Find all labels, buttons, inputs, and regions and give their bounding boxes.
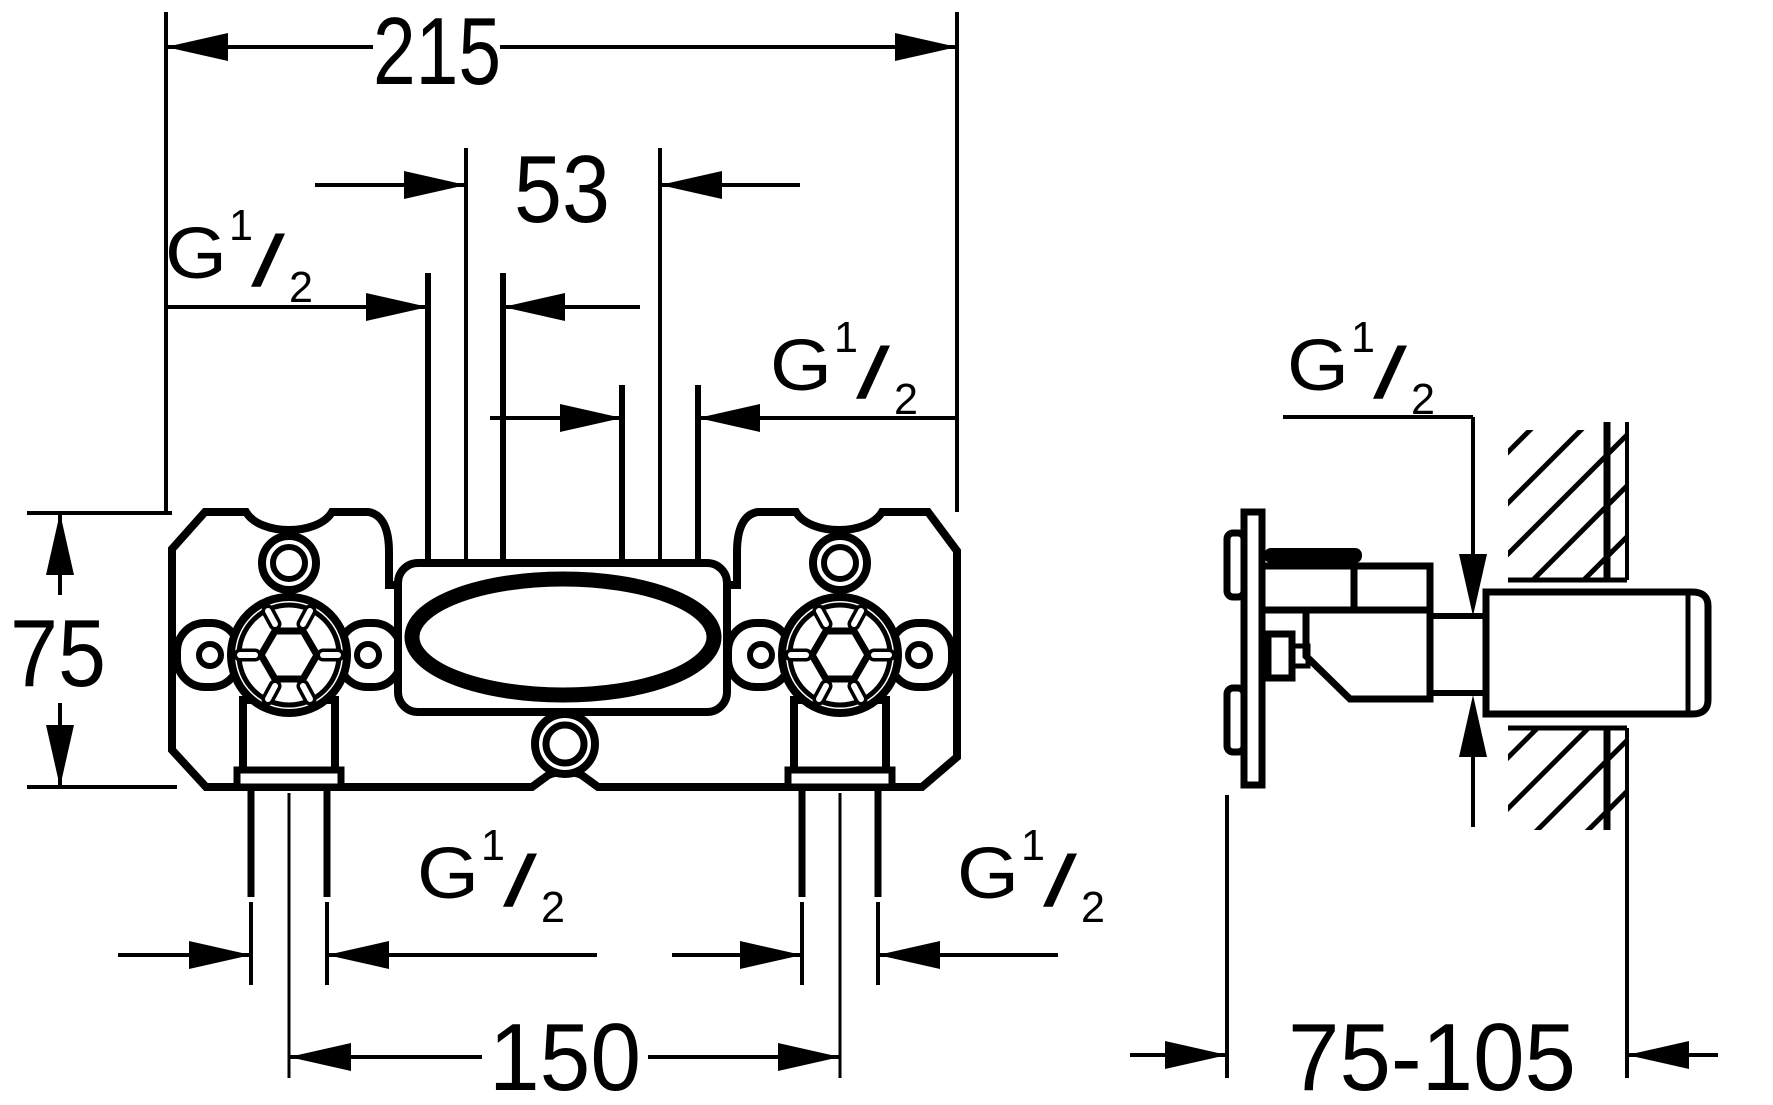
mounting-bracket [1223, 508, 1266, 789]
left-valve-cartridge [173, 593, 405, 791]
adjuster-knob [1264, 630, 1296, 682]
wall-hatch-upper [1508, 430, 1606, 580]
g-sub: 2 [289, 263, 313, 312]
front-view [168, 148, 961, 1078]
extension-sleeve [1482, 588, 1712, 718]
g-sup: 1 [229, 201, 253, 250]
thread-label-side-view: G 1 / 2 [1283, 313, 1487, 827]
thread-label-bottom-left: G 1 / 2 [118, 821, 597, 985]
g-label: G [1287, 326, 1349, 406]
side-valve-body [1258, 548, 1434, 703]
dim-body-height: 75 [10, 511, 177, 789]
wall-hatch-lower [1508, 728, 1606, 830]
dim-bottom-outlet-spacing: 150 [289, 1004, 840, 1105]
g-slash: / [1043, 842, 1077, 922]
g-slash: / [856, 334, 890, 414]
hex-socket [807, 627, 873, 683]
thread-label-top-left: G 1 / 2 [165, 201, 640, 321]
right-valve-cartridge [724, 593, 956, 791]
g-label: G [417, 834, 479, 914]
g-sup: 1 [1351, 313, 1375, 362]
g-slash: / [251, 222, 285, 302]
g-sub: 2 [1411, 375, 1435, 424]
bottom-center-hole [531, 710, 599, 778]
g-sup: 1 [481, 821, 505, 870]
dim-label-53: 53 [514, 136, 610, 243]
dim-label-75: 75 [10, 600, 106, 707]
top-mounting-holes [258, 532, 871, 594]
wall-section [1508, 422, 1629, 832]
g-sub: 2 [1081, 883, 1105, 932]
g-slash: / [503, 842, 537, 922]
g-label: G [957, 834, 1019, 914]
g-slash: / [1373, 334, 1407, 414]
g-label: G [770, 326, 832, 406]
dim-label-75-105: 75-105 [1288, 1004, 1576, 1105]
wall-finish-upper [1607, 430, 1627, 580]
hex-socket [256, 627, 322, 683]
dim-label-150: 150 [489, 1004, 641, 1105]
g-sup: 1 [834, 313, 858, 362]
body-top-band [1264, 548, 1362, 563]
wall-finish-lower [1607, 728, 1627, 830]
cartridge-slots [784, 604, 896, 706]
dim-overall-width: 215 [164, 0, 959, 513]
g-sub: 2 [894, 375, 918, 424]
dim-top-inlet-spacing: 53 [315, 136, 800, 243]
cartridge-slots [233, 604, 345, 706]
side-view [1223, 422, 1712, 832]
dim-label-215: 215 [373, 0, 501, 105]
thread-label-bottom-right: G 1 / 2 [672, 821, 1105, 985]
g-sup: 1 [1021, 821, 1045, 870]
bottom-outlet-pipes [247, 787, 882, 1078]
g-label: G [165, 214, 227, 294]
g-sub: 2 [541, 883, 565, 932]
thread-label-top-right: G 1 / 2 [490, 313, 957, 432]
central-function-plate [394, 559, 731, 716]
dim-installation-depth: 75-105 [1130, 795, 1718, 1105]
